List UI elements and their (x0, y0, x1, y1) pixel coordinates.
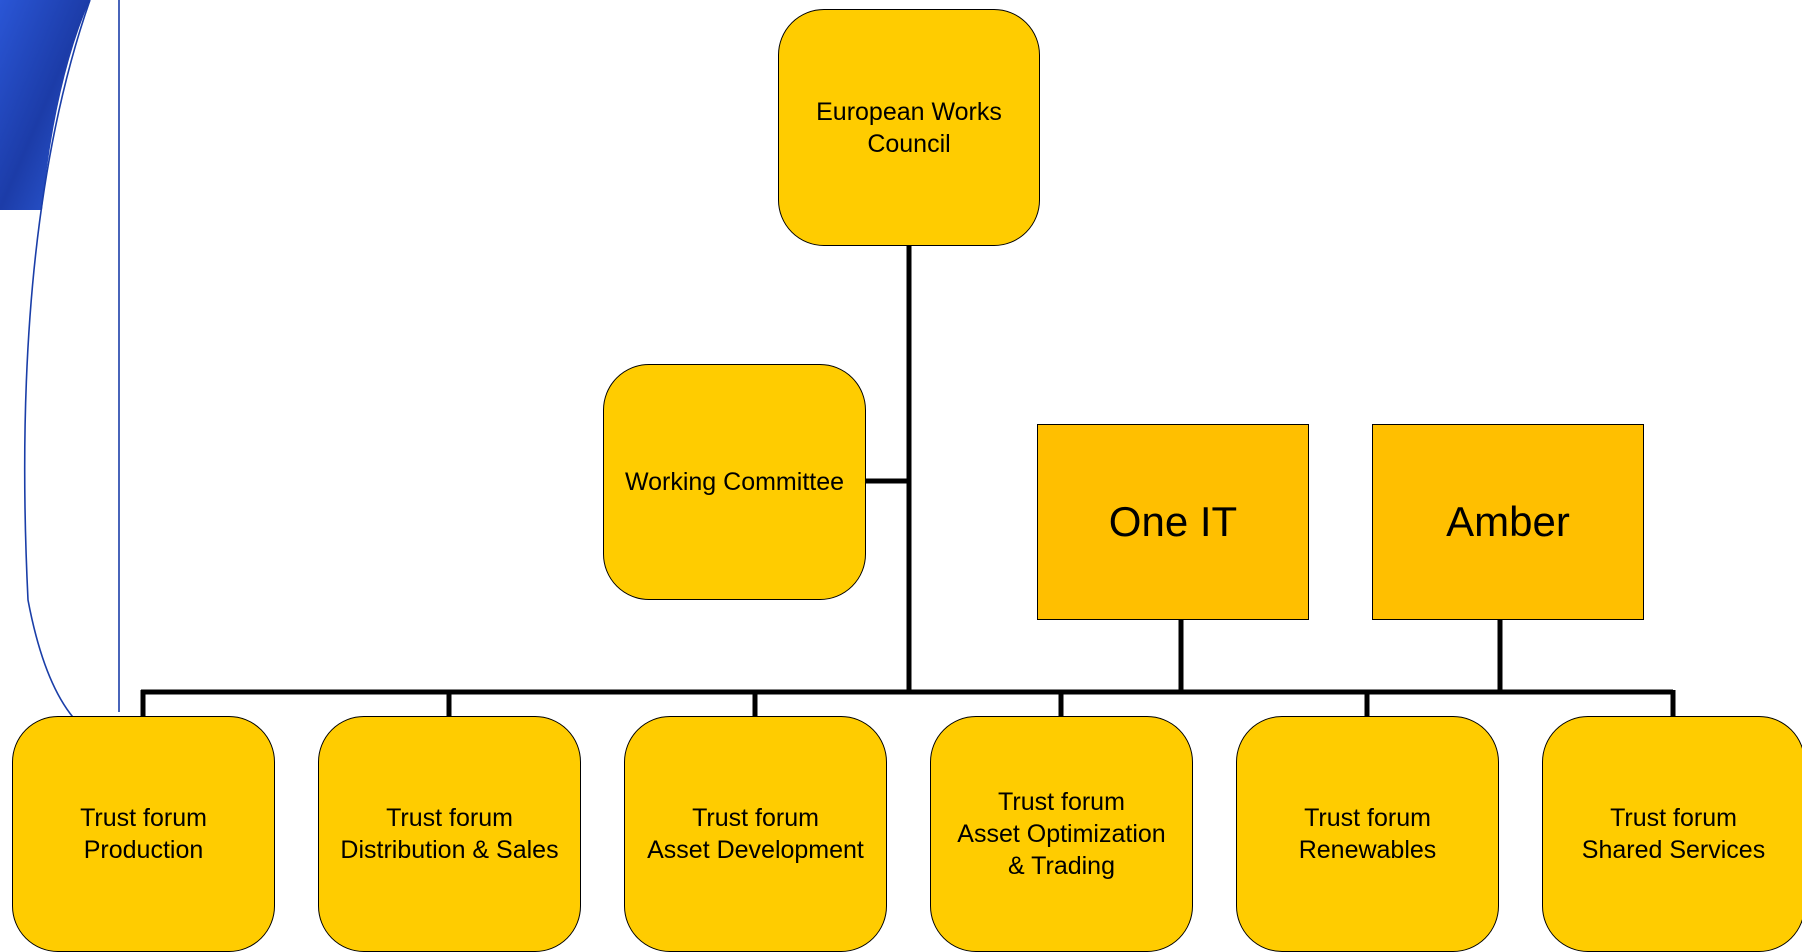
node-label: Trust forum Production (80, 804, 207, 864)
node-label: Trust forum Renewables (1298, 804, 1437, 864)
node-trust-forum-production: Trust forum Production (12, 716, 275, 952)
node-amber: Amber (1372, 424, 1644, 620)
node-working-committee: Working Committee (603, 364, 866, 600)
node-one-it: One IT (1037, 424, 1309, 620)
node-trust-forum-asset-optimization-trading: Trust forum Asset Optimization & Trading (930, 716, 1193, 952)
node-trust-forum-shared-services: Trust forum Shared Services (1542, 716, 1802, 952)
node-label: Amber (1446, 498, 1570, 545)
node-label: Trust forum Asset Development (647, 804, 864, 864)
decorative-arc (23, 0, 91, 726)
node-label: European Works Council (816, 97, 1002, 158)
node-trust-forum-renewables: Trust forum Renewables (1236, 716, 1499, 952)
node-label: Trust forum Asset Optimization & Trading (957, 788, 1166, 880)
node-trust-forum-distribution-sales: Trust forum Distribution & Sales (318, 716, 581, 952)
blue-corner-shape (0, 0, 90, 210)
node-european-works-council: European Works Council (778, 9, 1040, 246)
node-label: Working Committee (624, 468, 845, 496)
node-label: Trust forum Shared Services (1581, 804, 1766, 864)
node-trust-forum-asset-development: Trust forum Asset Development (624, 716, 887, 952)
node-label: One IT (1108, 498, 1238, 545)
node-label: Trust forum Distribution & Sales (340, 804, 559, 864)
